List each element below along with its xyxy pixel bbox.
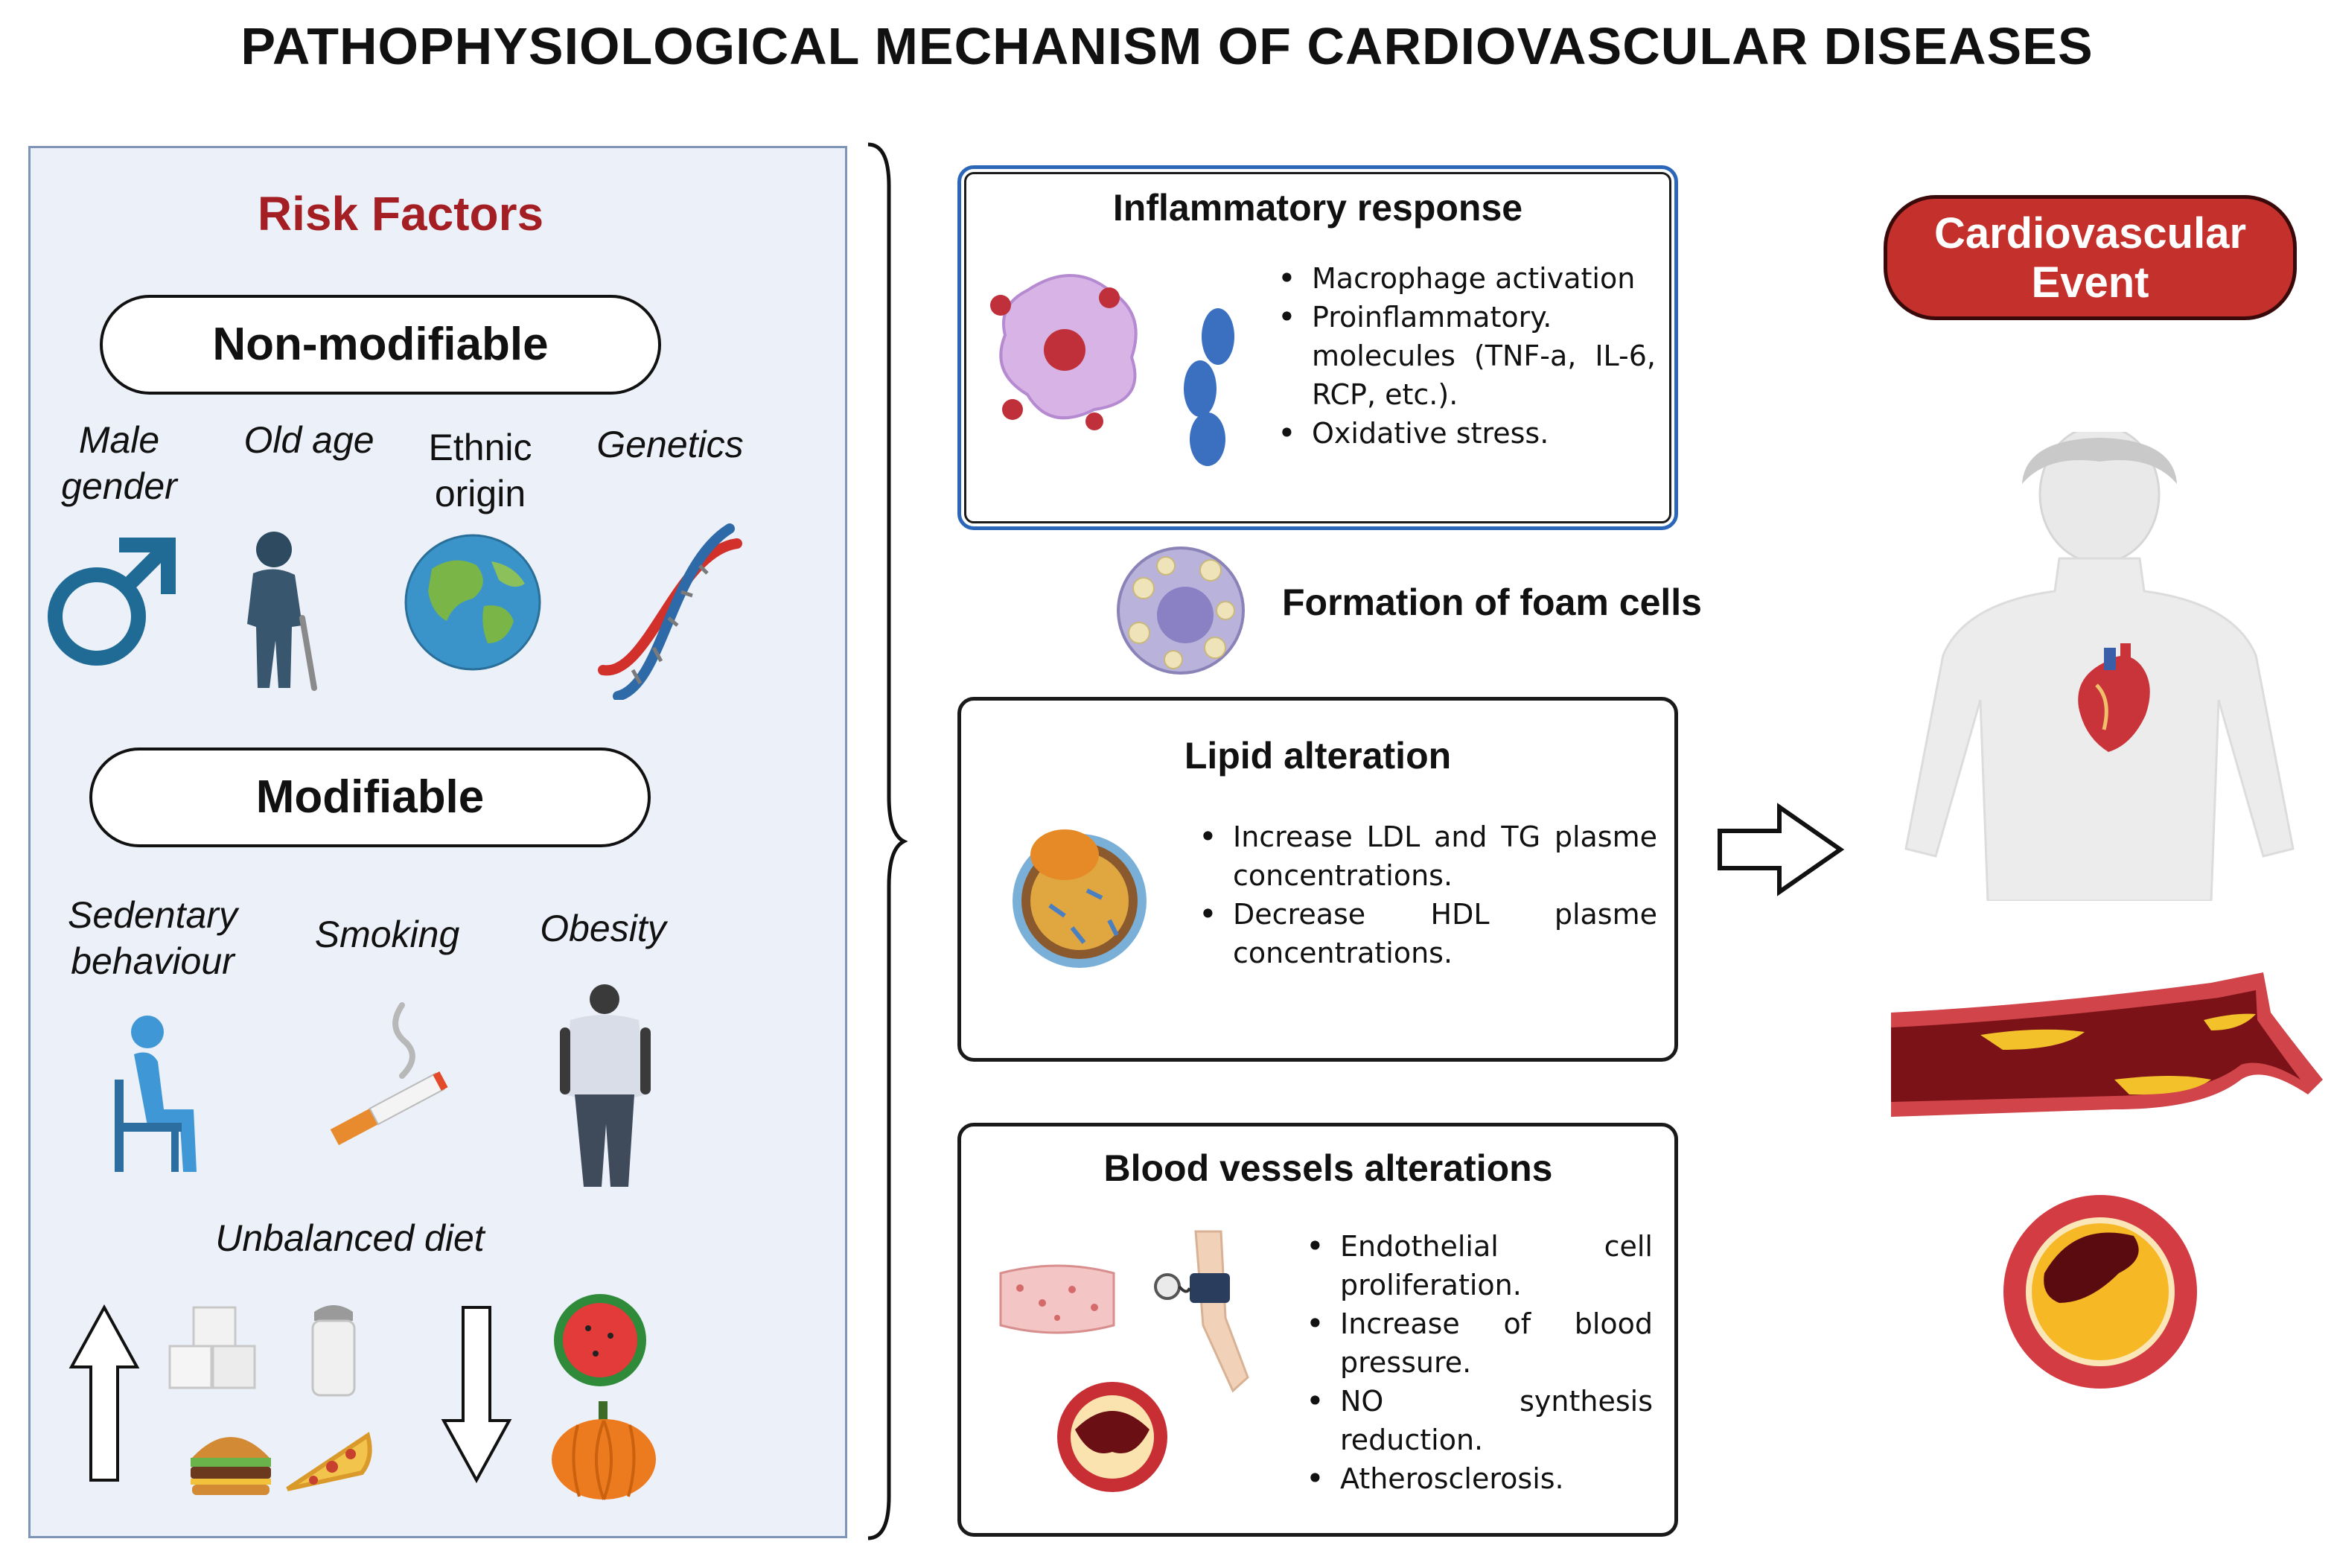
globe-icon — [404, 534, 541, 671]
inflammatory-response-bullets: Macrophage activation Proinflammatory. m… — [1275, 259, 1656, 453]
foam-cell-icon — [1117, 546, 1245, 675]
factor-label-male-gender: Male gender — [61, 419, 177, 507]
blood-vessels-bullets: Endothelial cell proliferation. Increase… — [1303, 1227, 1653, 1498]
modifiable-pill: Modifiable — [89, 748, 651, 847]
dna-icon — [598, 523, 742, 700]
bullet-item: Macrophage activation — [1275, 259, 1656, 298]
blood-vessels-title: Blood vessels alterations — [1103, 1147, 1553, 1189]
page-title: PATHOPHYSIOLOGICAL MECHANISM OF CARDIOVA… — [240, 17, 2094, 75]
inflammatory-response-title: Inflammatory response — [1112, 187, 1523, 229]
factor-label-old-age: Old age — [243, 419, 374, 461]
blood-pressure-cuff-icon — [1154, 1230, 1249, 1393]
pizza-icon — [286, 1432, 372, 1491]
bullet-item: Decrease HDL plasme concentrations. — [1196, 895, 1657, 972]
lipid-alteration-title: Lipid alteration — [1184, 735, 1452, 777]
human-body-icon — [1904, 432, 2295, 901]
lipid-alteration-bullets: Increase LDL and TG plasme concentration… — [1196, 818, 1657, 972]
male-symbol-icon — [48, 538, 176, 666]
risk-factors-heading: Risk Factors — [257, 187, 544, 240]
factor-label-sedentary-behaviour: Sedentary behaviour — [68, 894, 237, 982]
sugar-cubes-icon — [168, 1306, 256, 1389]
bullet-item: Endothelial cell proliferation. — [1303, 1227, 1653, 1304]
up-arrow-icon — [68, 1304, 140, 1482]
obese-person-icon — [560, 984, 651, 1187]
factor-label-unbalanced-diet: Unbalanced diet — [215, 1217, 485, 1259]
lipoprotein-particle-icon — [1013, 829, 1147, 968]
bullet-item: Proinflammatory. molecules (TNF-a, IL-6,… — [1275, 298, 1656, 414]
occluded-artery-cross-section-icon — [2003, 1195, 2197, 1389]
cigarette-icon — [330, 1002, 448, 1146]
watermelon-icon — [554, 1294, 646, 1386]
factor-label-smoking: Smoking — [314, 914, 460, 955]
molecule-chain-icon — [1184, 308, 1234, 466]
atherosclerotic-artery-icon — [1891, 972, 2323, 1117]
grouping-brace — [867, 142, 908, 1540]
arrow-right-icon — [1718, 803, 1845, 896]
activated-macrophage-icon — [990, 274, 1138, 430]
pumpkin-icon — [552, 1401, 656, 1500]
bullet-item: Atherosclerosis. — [1303, 1459, 1653, 1498]
cardiovascular-event-label: Cardiovascular Event — [1933, 209, 2247, 307]
non-modifiable-pill: Non-modifiable — [100, 295, 661, 395]
down-arrow-icon — [441, 1306, 512, 1484]
bullet-item: Increase of blood pressure. — [1303, 1304, 1653, 1382]
foam-cells-label: Formation of foam cells — [1282, 581, 1702, 623]
burger-icon — [191, 1437, 271, 1495]
artery-cross-section-icon — [1057, 1382, 1167, 1492]
elderly-person-icon — [247, 532, 317, 691]
factor-label-obesity: Obesity — [540, 908, 666, 949]
factor-label-genetics: Genetics — [596, 424, 744, 465]
bullet-item: NO synthesis reduction. — [1303, 1382, 1653, 1459]
salt-shaker-icon — [311, 1305, 356, 1397]
cardiovascular-event-badge: Cardiovascular Event — [1884, 195, 2297, 320]
sitting-person-icon — [115, 1016, 197, 1172]
bullet-item: Increase LDL and TG plasme concentration… — [1196, 818, 1657, 895]
endothelium-tissue-icon — [999, 1264, 1115, 1334]
bullet-item: Oxidative stress. — [1275, 414, 1656, 453]
factor-label-ethnic-origin: Ethnic origin — [428, 427, 532, 514]
